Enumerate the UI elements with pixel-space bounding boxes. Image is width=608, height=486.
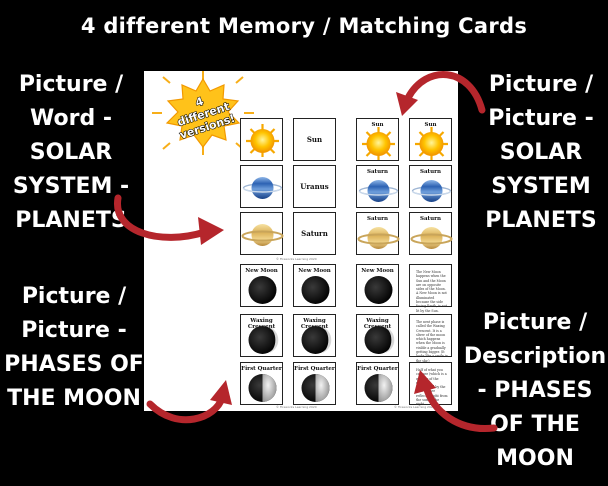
- label-picture-word-planets: Picture / Word - SOLAR SYSTEM - PLANETS: [12, 72, 130, 233]
- label-picture-picture-moon: Picture / Picture - PHASES OF THE MOON: [4, 284, 144, 411]
- arrowhead-bottom-right: [414, 370, 436, 394]
- page-title: 4 different Memory / Matching Cards: [80, 14, 528, 38]
- card-sun-word[interactable]: Sun: [293, 118, 336, 161]
- waxing-crescent-moon-icon: [301, 326, 332, 354]
- card-waxing-crescent-b[interactable]: Waxing Crescent: [293, 314, 336, 357]
- versions-badge: 4 different versions!: [152, 71, 254, 155]
- card-uranus-picture[interactable]: [240, 165, 283, 208]
- new-moon-icon: [248, 276, 277, 304]
- card-saturn-picture-b[interactable]: Saturn: [409, 165, 452, 208]
- arrow-bottom-right: [422, 382, 498, 432]
- card-first-quarter-picture[interactable]: First Quarter: [356, 362, 399, 405]
- label-picture-description-moon: Picture / Description - PHASES OF THE MO…: [463, 310, 607, 471]
- card-new-moon-description[interactable]: The New Moon happens when the Sun and th…: [409, 264, 452, 313]
- label-picture-picture-planets: Picture / Picture - SOLAR SYSTEM PLANETS: [485, 72, 597, 233]
- card-new-moon-picture[interactable]: New Moon: [356, 264, 399, 307]
- arrowhead-top-left: [198, 217, 224, 245]
- arrow-bottom-left: [146, 394, 226, 424]
- card-waxing-crescent-a[interactable]: Waxing Crescent: [240, 314, 283, 357]
- first-quarter-moon-icon: [301, 374, 330, 402]
- first-quarter-moon-icon: [248, 374, 277, 402]
- arrowhead-bottom-left: [210, 380, 232, 405]
- card-first-quarter-b[interactable]: First Quarter: [293, 362, 336, 405]
- waxing-crescent-moon-icon: [364, 326, 395, 354]
- card-new-moon-a[interactable]: New Moon: [240, 264, 283, 307]
- card-first-quarter-a[interactable]: First Quarter: [240, 362, 283, 405]
- card-saturn-picture-a[interactable]: Saturn: [356, 165, 399, 208]
- waxing-crescent-moon-icon: [248, 326, 279, 354]
- card-saturn-word[interactable]: Saturn: [293, 212, 336, 255]
- card-waxing-crescent-description[interactable]: The next phase is called the Waxing Cres…: [409, 314, 452, 363]
- card-saturn-picture[interactable]: [240, 212, 284, 255]
- card-saturn-picture-d[interactable]: Saturn: [409, 212, 453, 255]
- arrowhead-top-right: [396, 92, 418, 116]
- card-saturn-picture-c[interactable]: Saturn: [356, 212, 400, 255]
- first-quarter-moon-icon: [364, 374, 393, 402]
- arrow-top-right: [404, 71, 486, 114]
- card-sun-picture-b[interactable]: Sun: [409, 118, 452, 162]
- card-sun-picture[interactable]: [240, 118, 283, 161]
- card-waxing-crescent-picture[interactable]: Waxing Crescent: [356, 314, 399, 357]
- card-new-moon-b[interactable]: New Moon: [293, 264, 336, 307]
- card-sheet: 4 different versions! Sun Uranus Saturn …: [144, 71, 458, 411]
- arrow-top-left: [114, 194, 209, 241]
- card-sun-picture-a[interactable]: Sun: [356, 118, 399, 162]
- card-uranus-word[interactable]: Uranus: [293, 165, 336, 208]
- new-moon-icon: [364, 276, 393, 304]
- new-moon-icon: [301, 276, 330, 304]
